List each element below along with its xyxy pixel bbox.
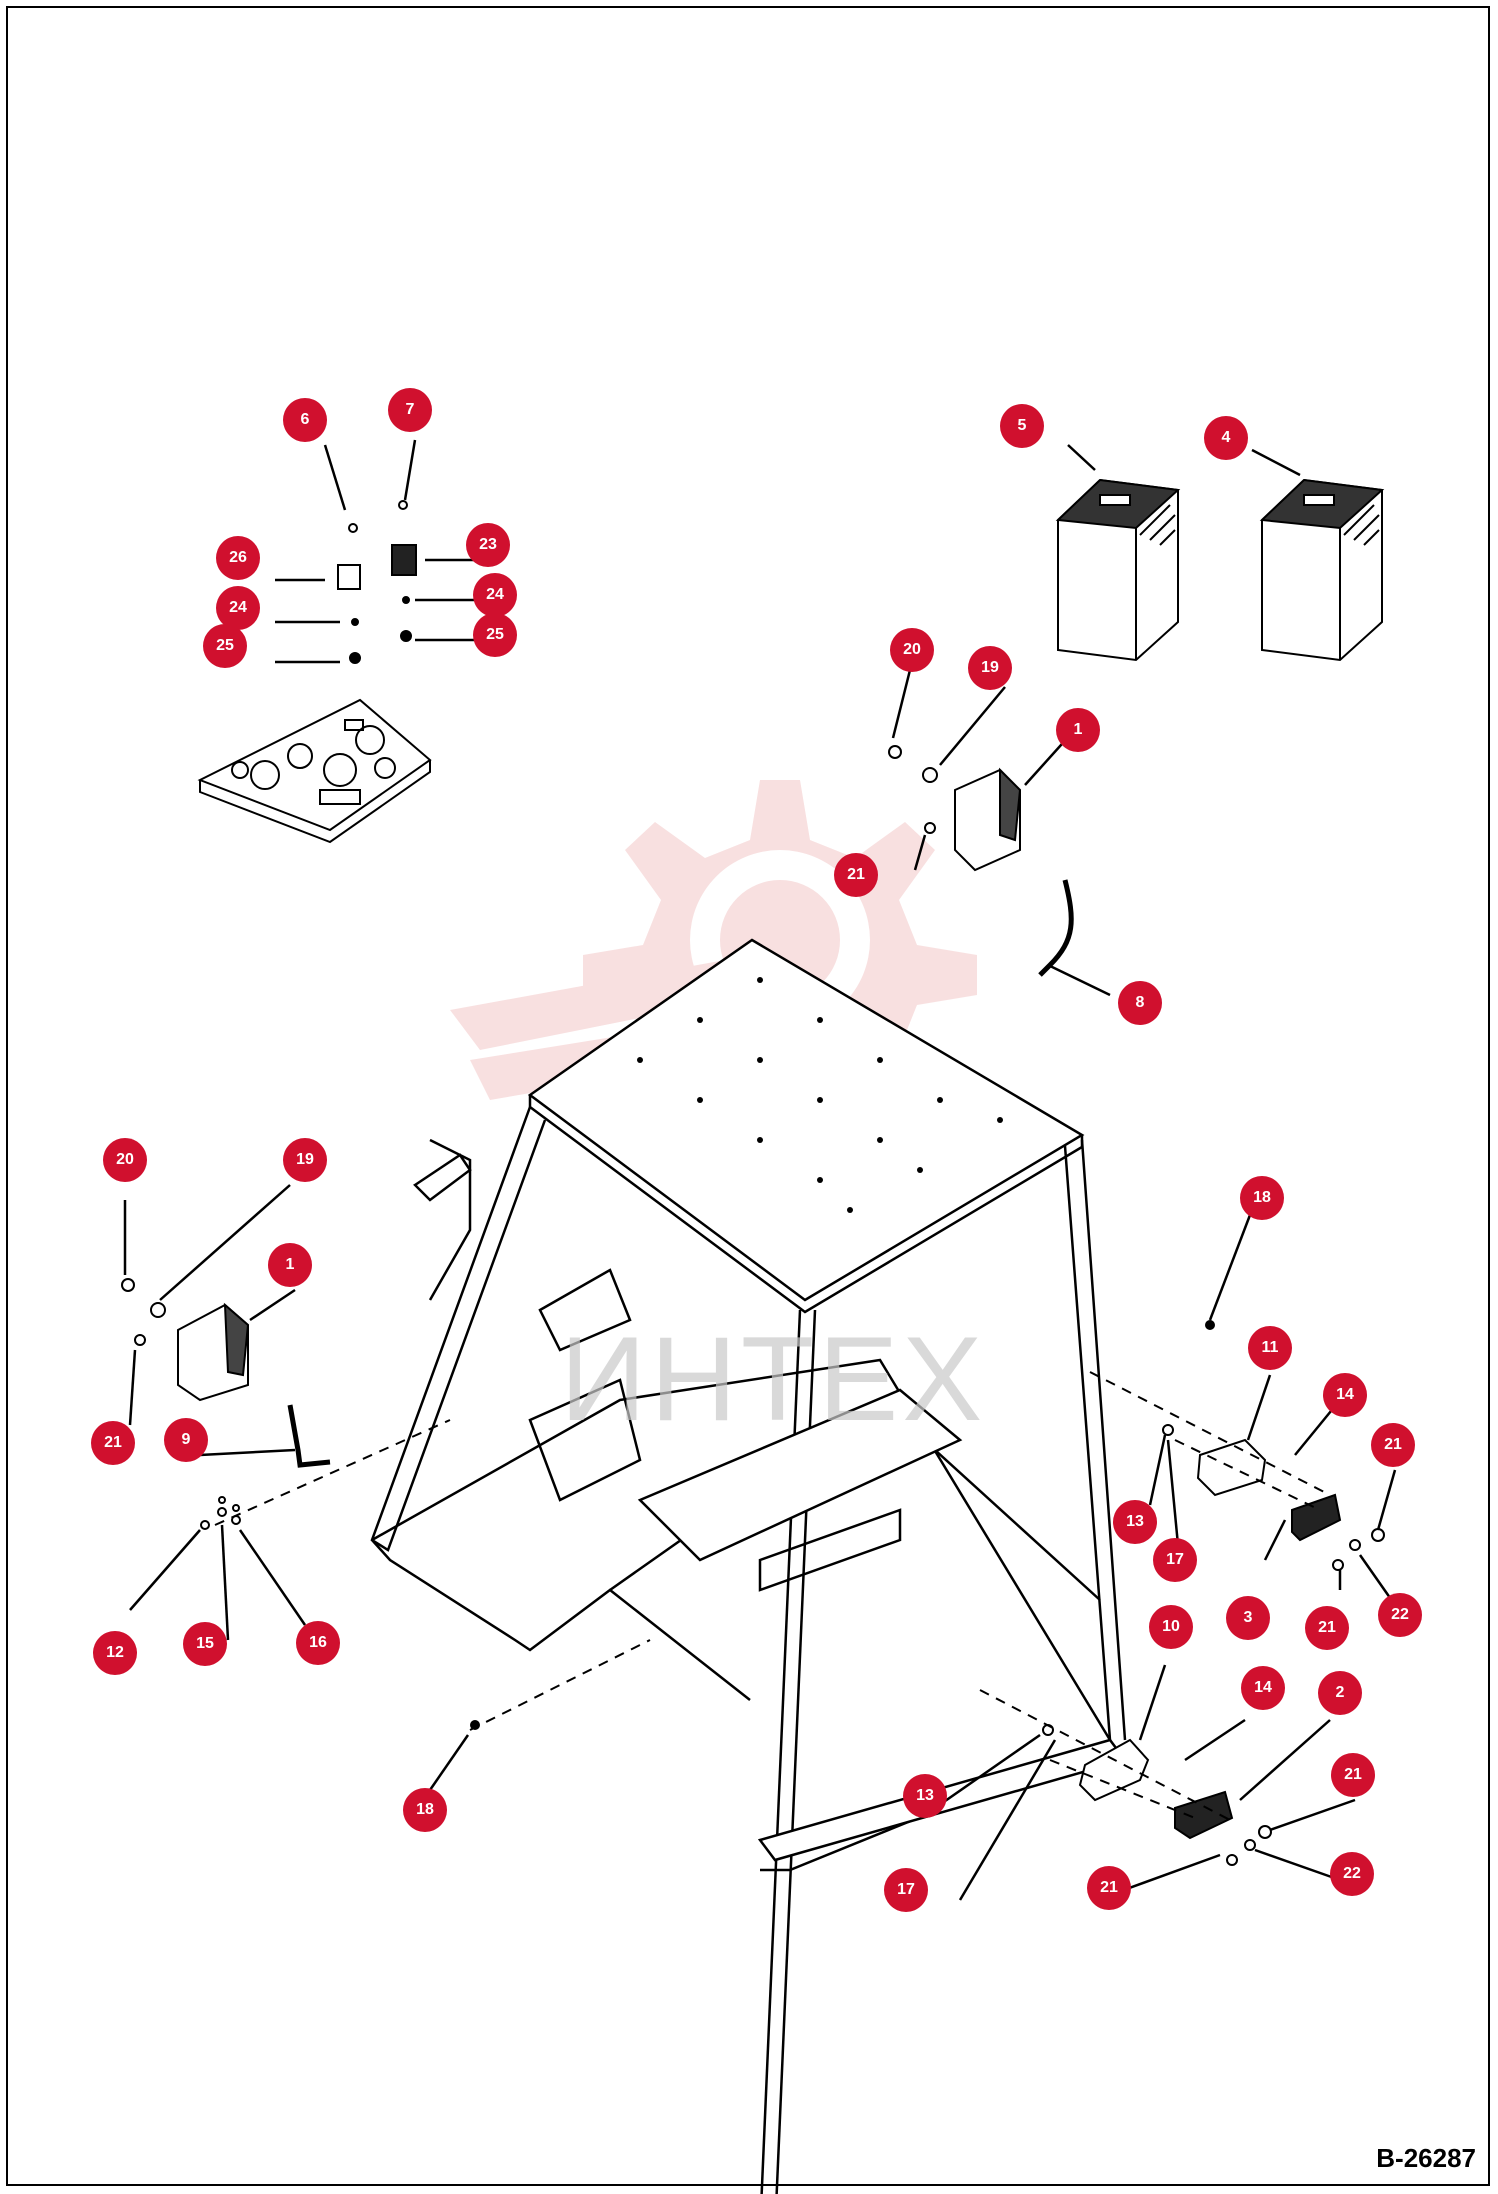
- callout-bubble: [1113, 1500, 1157, 1544]
- drawing-number: B-26287: [1376, 2143, 1476, 2173]
- callout-bubble: [296, 1621, 340, 1665]
- callout-bubble: [1371, 1423, 1415, 1467]
- callout-bubble: [1000, 404, 1044, 448]
- callout-bubble: [1330, 1852, 1374, 1896]
- work-light-right: [888, 745, 1074, 977]
- callout-bubble: [164, 1418, 208, 1462]
- assembly-dashed-lines: [214, 1371, 1331, 1821]
- mount-hardware-12-15-16: [200, 1496, 241, 1530]
- callout-bubble: [283, 1138, 327, 1182]
- callout-bubble: [283, 398, 327, 442]
- callout-bubble: [466, 523, 510, 567]
- callout-bubble: [203, 624, 247, 668]
- callout-bubble: [884, 1868, 928, 1912]
- rocker-switches: [337, 500, 417, 664]
- callout-bubble: [1226, 1596, 1270, 1640]
- rops-canopy-frame: [370, 938, 1128, 2194]
- instrument-panel: [197, 698, 432, 844]
- callout-bubble: [903, 1774, 947, 1818]
- callout-bubble: [834, 853, 878, 897]
- callout-bubble: [91, 1421, 135, 1465]
- leader-lines: [123, 439, 1397, 1901]
- callout-bubble: [1118, 981, 1162, 1025]
- callout-bubble: [1241, 1666, 1285, 1710]
- callout-bubble: [1149, 1605, 1193, 1649]
- callout-bubble: [1318, 1671, 1362, 1715]
- callout-bubble: [968, 646, 1012, 690]
- callout-bubble: [268, 1243, 312, 1287]
- callout-bubble: [388, 388, 432, 432]
- callout-bubble: [403, 1788, 447, 1832]
- callout-bubble: [1153, 1538, 1197, 1582]
- filter-element-5: [1055, 478, 1181, 662]
- mount-bracket-10: [470, 1720, 1272, 1866]
- callout-bubble: [1240, 1176, 1284, 1220]
- callout-bubble: [93, 1631, 137, 1675]
- callout-bubble: [1204, 416, 1248, 460]
- callout-bubble: [216, 536, 260, 580]
- callout-bubble: [1331, 1753, 1375, 1797]
- callout-bubble: [890, 628, 934, 672]
- callout-bubbles: [91, 388, 1422, 1912]
- callout-bubble: [216, 586, 260, 630]
- callout-bubble: [103, 1138, 147, 1182]
- callout-bubble: [1323, 1373, 1367, 1417]
- work-light-left: [121, 1278, 331, 1468]
- callout-bubble: [1087, 1866, 1131, 1910]
- watermark-text: ИНТЕХ: [560, 1312, 987, 1446]
- callout-bubble: [183, 1622, 227, 1666]
- callout-bubble: [1378, 1593, 1422, 1637]
- callout-bubble: [1056, 708, 1100, 752]
- callout-bubble: [1248, 1326, 1292, 1370]
- filter-element-4: [1259, 478, 1385, 662]
- callout-bubble: [1305, 1606, 1349, 1650]
- callout-bubble: [473, 613, 517, 657]
- drawing-frame: [6, 6, 1490, 2186]
- callout-bubble: [473, 573, 517, 617]
